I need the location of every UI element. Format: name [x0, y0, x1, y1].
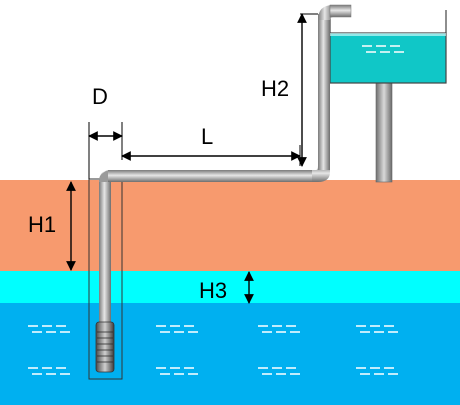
dimension-l-label: L — [201, 124, 213, 149]
soil-layer — [0, 180, 460, 271]
outlet-pipe — [329, 4, 352, 18]
dimension-h3-label: H3 — [199, 278, 227, 303]
well-riser-pipe — [99, 180, 111, 323]
tank-support-post — [375, 81, 393, 183]
water-ripples — [28, 325, 398, 375]
groundwater-layer — [0, 303, 460, 405]
horizontal-pipe — [108, 170, 316, 182]
ripple-group — [28, 325, 70, 333]
dimension-h2-label: H2 — [261, 76, 289, 101]
dimension-d-label: D — [92, 84, 108, 109]
rising-pipe — [318, 14, 330, 170]
ripple-group — [356, 325, 398, 333]
ripple-group — [258, 325, 300, 333]
ripple-group — [356, 367, 398, 375]
ripple-group — [156, 367, 198, 375]
ripple-group — [28, 367, 70, 375]
groundwater-surface-band — [0, 271, 460, 303]
submersible-pump-icon — [95, 321, 115, 373]
water-tank-icon — [329, 10, 447, 84]
ripple-group — [258, 367, 300, 375]
pipe-elbow-top — [318, 5, 333, 20]
ripple-group — [156, 325, 198, 333]
dimension-h1-label: H1 — [28, 212, 56, 237]
